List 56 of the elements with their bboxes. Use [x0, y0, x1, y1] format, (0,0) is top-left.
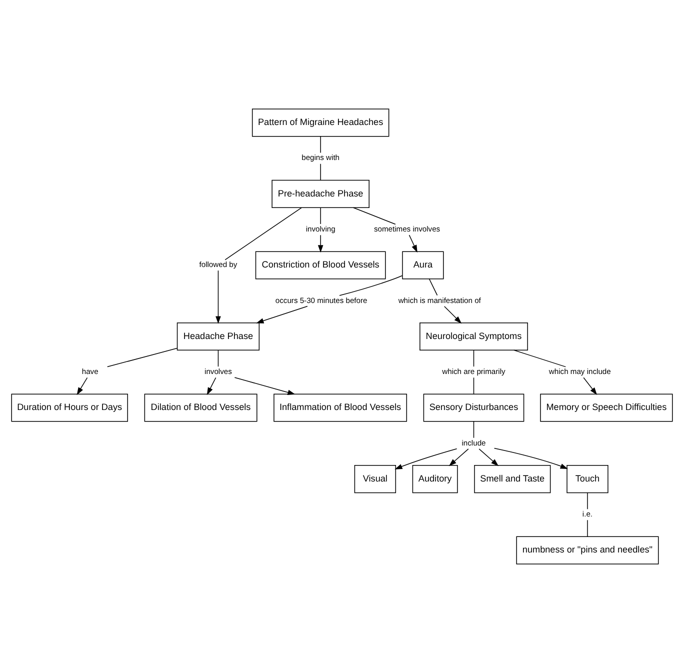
node-box: Neurological Symptoms	[420, 322, 528, 350]
arrow	[318, 234, 324, 252]
node-box: Sensory Disturbances	[423, 393, 524, 422]
connector	[428, 278, 438, 296]
arrow	[408, 234, 418, 252]
node-box: Inflammation of Blood Vessels	[274, 393, 408, 422]
connector	[320, 162, 321, 180]
connector	[473, 376, 474, 394]
node-text: have	[82, 366, 98, 376]
node-text: which may include	[548, 366, 611, 376]
node-box: Memory or Speech Difficulties	[540, 393, 673, 422]
connector	[218, 349, 219, 366]
connector	[106, 347, 178, 367]
connector	[587, 492, 588, 509]
node-text: occurs 5-30 minutes before	[275, 295, 368, 304]
arrow	[216, 270, 221, 324]
node-text: which is manifestation of	[398, 295, 481, 304]
arrow	[444, 306, 462, 324]
node-text: sometimes involves	[374, 224, 440, 233]
arrow	[494, 447, 568, 468]
connector	[473, 420, 474, 438]
arrow	[256, 305, 308, 323]
node-box: Pre-headache Phase	[272, 179, 370, 208]
node-box: Pattern of Migraine Headaches	[252, 108, 390, 136]
node-box: Dilation of Blood Vessels	[144, 393, 258, 422]
node-text: include	[462, 438, 486, 447]
connector	[514, 349, 566, 367]
connector	[320, 135, 321, 153]
arrow	[478, 448, 499, 466]
connector	[320, 206, 321, 224]
node-box: Smell and Taste	[474, 464, 551, 493]
node-box: numbness or "pins and needles"	[516, 536, 659, 564]
connector	[224, 206, 302, 260]
connector	[473, 349, 474, 366]
node-text: which are primarily	[442, 366, 506, 376]
arrow	[76, 376, 88, 395]
arrow	[206, 376, 216, 395]
node-box: Constriction of Blood Vessels	[255, 250, 386, 279]
arrow	[583, 376, 598, 394]
node-text: involving	[306, 224, 336, 233]
node-box: Visual	[354, 464, 396, 493]
node-text: i.e.	[582, 509, 593, 518]
node-text: followed by	[199, 260, 238, 269]
arrow	[234, 376, 296, 394]
node-text: involves	[204, 366, 232, 376]
arrow	[448, 448, 469, 466]
node-box: Headache Phase	[176, 322, 260, 350]
connector	[339, 274, 403, 296]
connector	[352, 206, 396, 224]
node-text: begins with	[302, 152, 340, 162]
node-box: Auditory	[412, 464, 458, 493]
node-box: Touch	[566, 464, 608, 493]
node-box: Aura	[402, 250, 444, 279]
arrow	[394, 448, 458, 469]
connector	[587, 519, 588, 536]
node-box: Duration of Hours or Days	[11, 393, 128, 422]
